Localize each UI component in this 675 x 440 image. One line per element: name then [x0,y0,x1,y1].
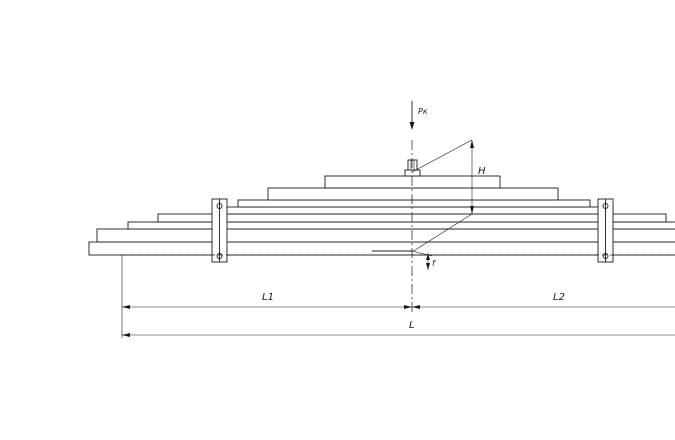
left-length-label: L1 [262,292,274,303]
load-label: Pк [418,107,428,116]
spring-leaf-2 [96,228,675,243]
deflection-label: f [432,259,436,268]
load-arrow [409,101,415,130]
height-label: H [478,166,486,177]
left-clamp [211,198,228,263]
spring-leaf-5 [212,206,614,215]
spring-leaf-1 [88,241,675,256]
height-dimension [411,139,474,253]
total-length-label: L [409,320,415,331]
center-bolt [404,159,421,177]
spring-leaf-8 [324,175,501,189]
right-length-label: L2 [553,292,565,303]
spring-leaf-6 [237,199,591,208]
total-length-dimension [122,333,675,337]
spring-leaf-stack [88,175,675,256]
spring-leaf-3 [127,221,675,230]
spring-leaf-7 [267,187,559,201]
right-clamp [597,198,614,263]
partial-length-dimension [122,305,675,309]
deflection-mark [372,250,433,270]
